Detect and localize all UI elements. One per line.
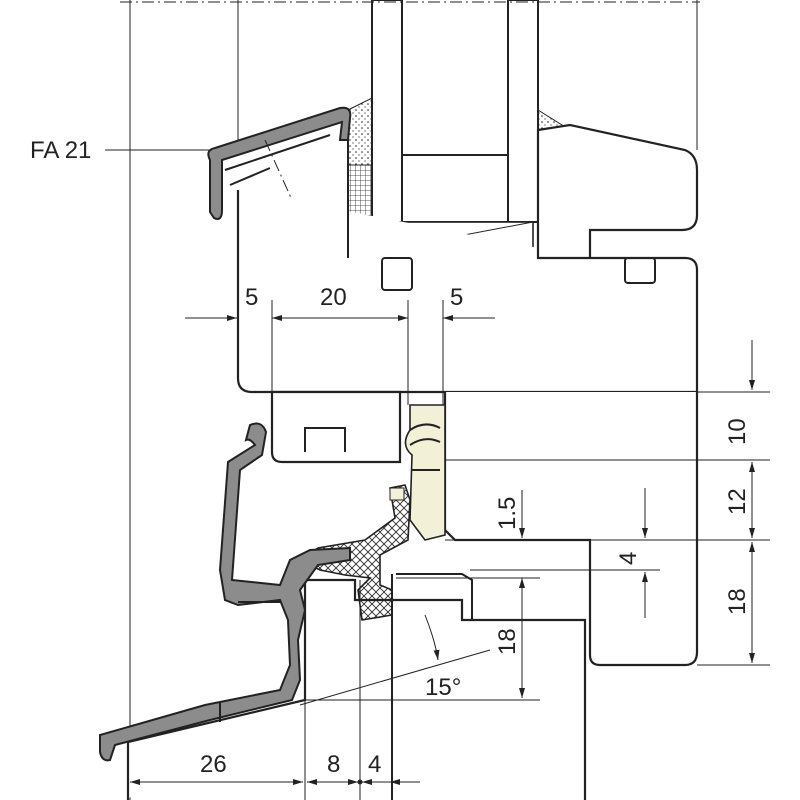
dim-top-mid: 20: [320, 284, 347, 311]
dim-inner-2: 4: [615, 552, 642, 565]
dim-right-b: 12: [724, 488, 751, 515]
glazing-unit: [347, 0, 571, 223]
dim-top-left: 5: [245, 284, 258, 311]
dim-right-a: 10: [724, 418, 751, 445]
weather-gasket: [404, 404, 446, 541]
reference-lines: [120, 0, 700, 800]
dim-angle: 15°: [425, 674, 461, 701]
dimension-lines: [105, 149, 770, 800]
sash-profile: [236, 120, 699, 394]
dim-bottom-3: 4: [368, 751, 381, 778]
dim-inner-3: 18: [494, 628, 521, 655]
dim-right-c: 18: [724, 588, 751, 615]
weather-bar-profile: [99, 422, 351, 762]
profile-label-fa21: FA 21: [30, 137, 91, 164]
dim-bottom-1: 26: [200, 751, 227, 778]
dim-top-right: 5: [450, 284, 463, 311]
dim-inner-1: 1.5: [494, 497, 521, 530]
dim-bottom-2: 8: [327, 751, 340, 778]
